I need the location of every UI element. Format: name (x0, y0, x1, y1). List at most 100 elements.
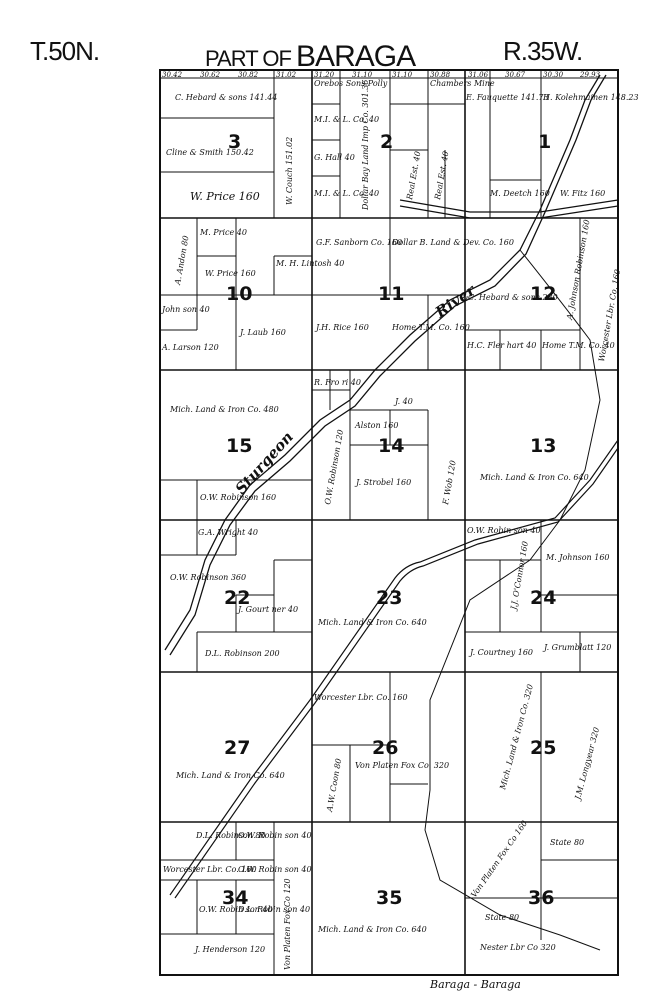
owner-label: Mich. Land & Iron Co. 640 (175, 771, 285, 780)
river-line (164, 74, 607, 656)
owner-label: Alston 160 (354, 421, 398, 430)
railroad-line (169, 439, 619, 899)
section-numbers: 3 2 1 10 11 12 15 14 13 22 23 24 27 26 2… (222, 131, 556, 909)
section-number: 3 (228, 131, 241, 153)
owner-label: H. Kolehmainen 148.23 (542, 93, 639, 102)
owner-label: Mich. Land & Iron Co. 480 (169, 405, 279, 414)
section-number: 24 (530, 587, 556, 609)
acreage-value: 31.20 (314, 71, 335, 79)
owner-label: Mich. Land & Iron Co. 640 (317, 925, 427, 934)
owner-label: M.I. & L. Co. 40 (313, 189, 379, 198)
road-line (399, 199, 619, 219)
owner-label: C. Hebard & sons 280 (468, 293, 558, 302)
owner-label: J. Grumblatt 120 (542, 643, 611, 652)
owner-label: C. Hebard & sons 141.44 (175, 93, 277, 102)
owner-label: Real Est. 40 (433, 150, 451, 201)
owner-label: Dollar Bay Land Imp Co. 301.36 (361, 80, 370, 211)
owner-label: M. Johnson 160 (545, 553, 610, 562)
owner-label: J. Strobel 160 (354, 478, 411, 487)
owner-label: Von Platen Fox Co 160 (469, 819, 529, 899)
owner-label: O.W. Robin son 40 (199, 905, 273, 914)
section-number: 27 (224, 737, 250, 759)
section-number: 34 (222, 887, 248, 909)
owner-label: Worcester Lbr. Co. 160 (163, 865, 257, 874)
owner-label: W. Couch 151.02 (285, 137, 294, 205)
owner-label: D.L. Robinson 80 (195, 831, 266, 840)
map-frame (159, 69, 619, 976)
owner-label: Home T.M. Co. 40 (541, 341, 615, 350)
owner-label: J. Henderson 120 (193, 945, 265, 954)
section-number: 13 (530, 435, 556, 457)
owner-label: A.W. Coon 80 (325, 758, 343, 814)
acreage-value: 31.06 (468, 71, 489, 79)
acreage-value: 31.02 (276, 71, 297, 79)
range-label: R.35W. (503, 36, 583, 66)
section-number: 25 (530, 737, 556, 759)
owner-label: W. Price 160 (190, 190, 260, 203)
owner-label: J. Laub 160 (238, 328, 286, 337)
acreage-value: 30.62 (200, 71, 221, 79)
acreage-value: 31.10 (392, 71, 413, 79)
part-of-text: PART OF (205, 46, 292, 71)
section-number: 10 (226, 283, 252, 305)
owner-label: Cline & Smith 150.42 (166, 148, 254, 157)
owner-label: W. Price 160 (205, 269, 256, 278)
owner-label: Nester Lbr Co 320 (479, 943, 556, 952)
owner-label: F. Wob 120 (441, 460, 458, 507)
owner-label: O.W. Robinson 120 (323, 429, 345, 506)
county-label: PART OF BARAGA (205, 40, 416, 74)
owner-label: G.A. Wright 40 (198, 528, 258, 537)
owner-label: Home T.M. Co. 160 (391, 323, 470, 332)
parcel-lines (160, 70, 618, 975)
owner-label: J.H. Rice 160 (314, 323, 369, 332)
section-number: 36 (528, 887, 554, 909)
acreage-value: 30.42 (162, 71, 183, 79)
owner-label: O.W. Robin son 40 (238, 865, 312, 874)
owner-label: W. Fitz 160 (560, 189, 605, 198)
acreage-value: 30.88 (430, 71, 451, 79)
owner-label: D.L. Robin son 40 (237, 905, 310, 914)
section-number: 23 (376, 587, 402, 609)
owner-label: M. H. Lintosh 40 (275, 259, 344, 268)
owner-label: State 80 (485, 913, 519, 922)
acreage-value: 31.10 (352, 71, 373, 79)
owner-label: G. Hall 40 (314, 153, 355, 162)
township-label: T.50N. (30, 36, 100, 66)
owner-label: A. Johnson Robinson 160 (565, 219, 592, 321)
creek-line (424, 249, 601, 951)
owner-label: Von Platen Fox Co. 320 (355, 761, 449, 770)
owner-label: Worcester Lbr. Co. 160 (314, 693, 408, 702)
owner-label: H.C. Fler hart 40 (466, 341, 536, 350)
owner-label: G.F. Sanborn Co. 160 (316, 238, 402, 247)
owner-label: J. Courtney 160 (468, 648, 533, 657)
acreage-value: 30.67 (505, 71, 526, 79)
section-number: 2 (380, 131, 393, 153)
county-name: BARAGA (296, 40, 416, 73)
section-number: 26 (372, 737, 398, 759)
owner-label: O.W. Robinson 160 (200, 493, 276, 502)
owner-label: A. Andon 80 (173, 235, 191, 286)
owner-label: J. 40 (393, 397, 413, 406)
section-number: 22 (224, 587, 250, 609)
owner-label: Chambers Mine (430, 79, 495, 88)
owner-label: R. Fro ri 40 (313, 378, 361, 387)
owner-label: Orebos Sons Polly (314, 79, 388, 88)
owner-label: O.W. Robin son 40 (238, 831, 312, 840)
owner-label: D.L. Robinson 200 (204, 649, 280, 658)
owner-label: O.W. Robinson 360 (170, 573, 246, 582)
section-number: 35 (376, 887, 402, 909)
owner-label: M. Deetch 160 (489, 189, 550, 198)
owner-label: Von Platen Fox Co 120 (283, 878, 292, 970)
owner-label: Real Est. 40 (405, 150, 423, 201)
owner-label: Mich. Land & Iron Co. 640 (317, 618, 427, 627)
owner-labels: C. Hebard & sons 141.44 Cline & Smith 15… (160, 79, 639, 970)
section-number: 1 (538, 131, 551, 153)
owner-label: A. Larson 120 (161, 343, 219, 352)
owner-label: O.W. Robin son 40 (467, 526, 541, 535)
owner-label: J.J. O'Connor 160 (509, 541, 530, 613)
owner-label: John son 40 (160, 305, 210, 314)
acreage-value: 30.30 (543, 71, 564, 79)
owner-label: State 80 (550, 838, 584, 847)
owner-label: E. Fauquette 141.73 (465, 93, 549, 102)
